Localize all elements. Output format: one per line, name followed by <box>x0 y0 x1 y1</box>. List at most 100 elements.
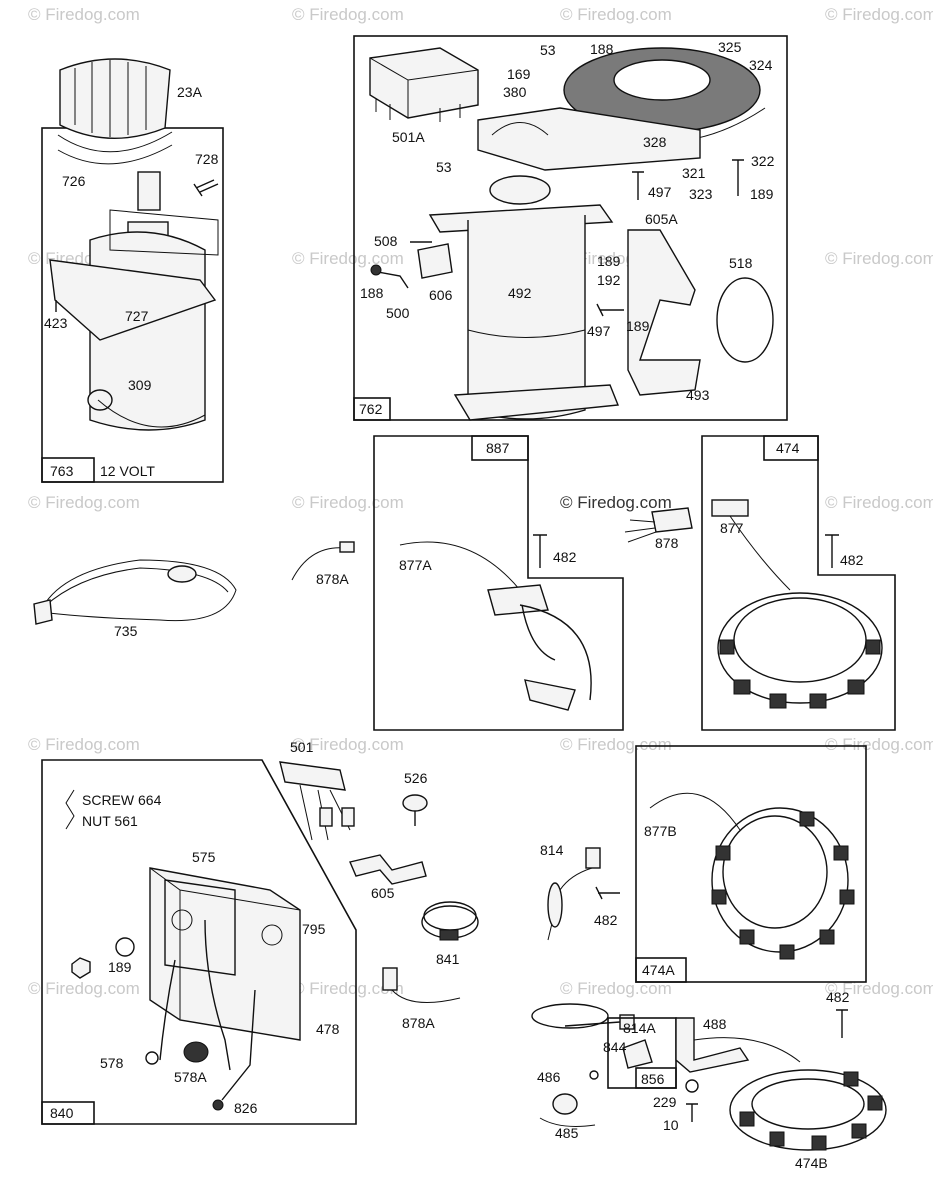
washer <box>685 1079 699 1093</box>
section-frame <box>635 745 867 983</box>
part-number: 23A <box>177 84 203 100</box>
part-number: 727 <box>125 308 149 324</box>
part-number: 323 <box>689 186 713 202</box>
bolt <box>836 1009 848 1038</box>
lead <box>693 1037 801 1063</box>
part-number: 844 <box>603 1039 627 1055</box>
section-number-box <box>635 1067 677 1089</box>
watermark: © Firedog.com <box>560 5 672 24</box>
alternator-474A-section: 474A 877B <box>635 745 867 983</box>
wire-terminal <box>377 271 409 289</box>
bracket-mark <box>65 789 75 830</box>
part-number: 486 <box>537 1069 561 1085</box>
watermark: © Firedog.com <box>825 979 933 998</box>
part-number: 488 <box>703 1016 727 1032</box>
part-number: 795 <box>302 921 326 937</box>
watermark: © Firedog.com <box>825 5 933 24</box>
part-number: 192 <box>597 272 621 288</box>
part-number: 482 <box>594 912 618 928</box>
part-number: 878A <box>316 571 349 587</box>
terminal <box>589 1070 599 1080</box>
watermark: © Firedog.com <box>28 735 140 754</box>
part-number: 497 <box>587 323 611 339</box>
bolt <box>632 171 644 200</box>
part-number: 309 <box>128 377 152 393</box>
starter-motor <box>49 171 219 431</box>
part-number: 605A <box>645 211 678 227</box>
part-number: 189 <box>108 959 132 975</box>
part-number: 229 <box>653 1094 677 1110</box>
watermark: © Firedog.com <box>292 979 404 998</box>
section-number-box <box>635 957 687 983</box>
part-number: 482 <box>826 989 850 1005</box>
bracket <box>675 1017 750 1073</box>
part-number: 189 <box>750 186 774 202</box>
washer <box>115 937 135 957</box>
regulator <box>369 47 479 122</box>
alternator-stator <box>711 499 883 709</box>
alternator-coil <box>399 541 592 711</box>
screw-526: 526 <box>402 770 428 826</box>
part-number: 478 <box>316 1021 340 1037</box>
lead-878A-lower: 878A <box>382 967 461 1031</box>
part-number: 322 <box>751 153 775 169</box>
bolt <box>732 159 744 196</box>
part-number: 328 <box>643 134 667 150</box>
part-number: 841 <box>436 951 460 967</box>
watermark: © Firedog.com <box>560 735 672 754</box>
part-number: 877A <box>399 557 432 573</box>
watermarks: © Firedog.com © Firedog.com © Firedog.co… <box>28 5 933 998</box>
part-number: 877B <box>644 823 677 839</box>
part-number: 735 <box>114 623 138 639</box>
rectifier-501: 501 <box>279 739 355 841</box>
part-number: 423 <box>44 315 68 331</box>
note-line: NUT 561 <box>82 813 138 829</box>
nut <box>370 264 382 276</box>
part-number: 508 <box>374 233 398 249</box>
connector-878: 878 <box>624 507 693 551</box>
part-number: 501 <box>290 739 314 755</box>
part-number: 814 <box>540 842 564 858</box>
alternator-856-assembly: 856 814A 488 482 486 844 229 10 485 474B <box>531 989 887 1171</box>
strap <box>417 243 453 279</box>
section-number-box <box>763 435 819 461</box>
part-number: 53 <box>540 42 556 58</box>
watermark: © Firedog.com <box>825 493 933 512</box>
bolt <box>533 534 547 568</box>
part-number: 53 <box>436 159 452 175</box>
part-number: 526 <box>404 770 428 786</box>
part-number: 578 <box>100 1055 124 1071</box>
ring-terminal <box>212 1099 224 1111</box>
section-number: 840 <box>50 1105 74 1121</box>
wiring-harness: 735 <box>33 559 237 639</box>
cap <box>552 1093 578 1115</box>
alternator-stator <box>649 792 855 960</box>
part-number: 578A <box>174 1069 207 1085</box>
control-box <box>149 867 301 1101</box>
section-frame <box>353 35 788 421</box>
belt-guide <box>491 122 549 136</box>
watermark: © Firedog.com <box>28 979 140 998</box>
watermark: © Firedog.com <box>292 493 404 512</box>
nut <box>71 957 91 979</box>
section-frame <box>701 435 896 731</box>
part-number: 482 <box>553 549 577 565</box>
section-number-box <box>353 397 391 421</box>
watermark: © Firedog.com <box>292 735 404 754</box>
section-frame <box>373 435 624 731</box>
part-number: 324 <box>749 57 773 73</box>
bracket <box>477 107 701 171</box>
watermark: © Firedog.com <box>560 493 672 512</box>
watermark: © Firedog.com <box>28 5 140 24</box>
part-number: 877 <box>720 520 744 536</box>
section-number: 762 <box>359 401 383 417</box>
part-number: 878 <box>655 535 679 551</box>
clip-605: 605 <box>349 854 427 901</box>
hose-clamp-841: 841 <box>421 901 479 967</box>
part-number: 189 <box>597 253 621 269</box>
belt <box>716 277 774 363</box>
lead <box>564 1021 621 1027</box>
lead-814: 814 <box>540 842 601 941</box>
part-number: 814A <box>623 1020 656 1036</box>
watermark: © Firedog.com <box>560 979 672 998</box>
